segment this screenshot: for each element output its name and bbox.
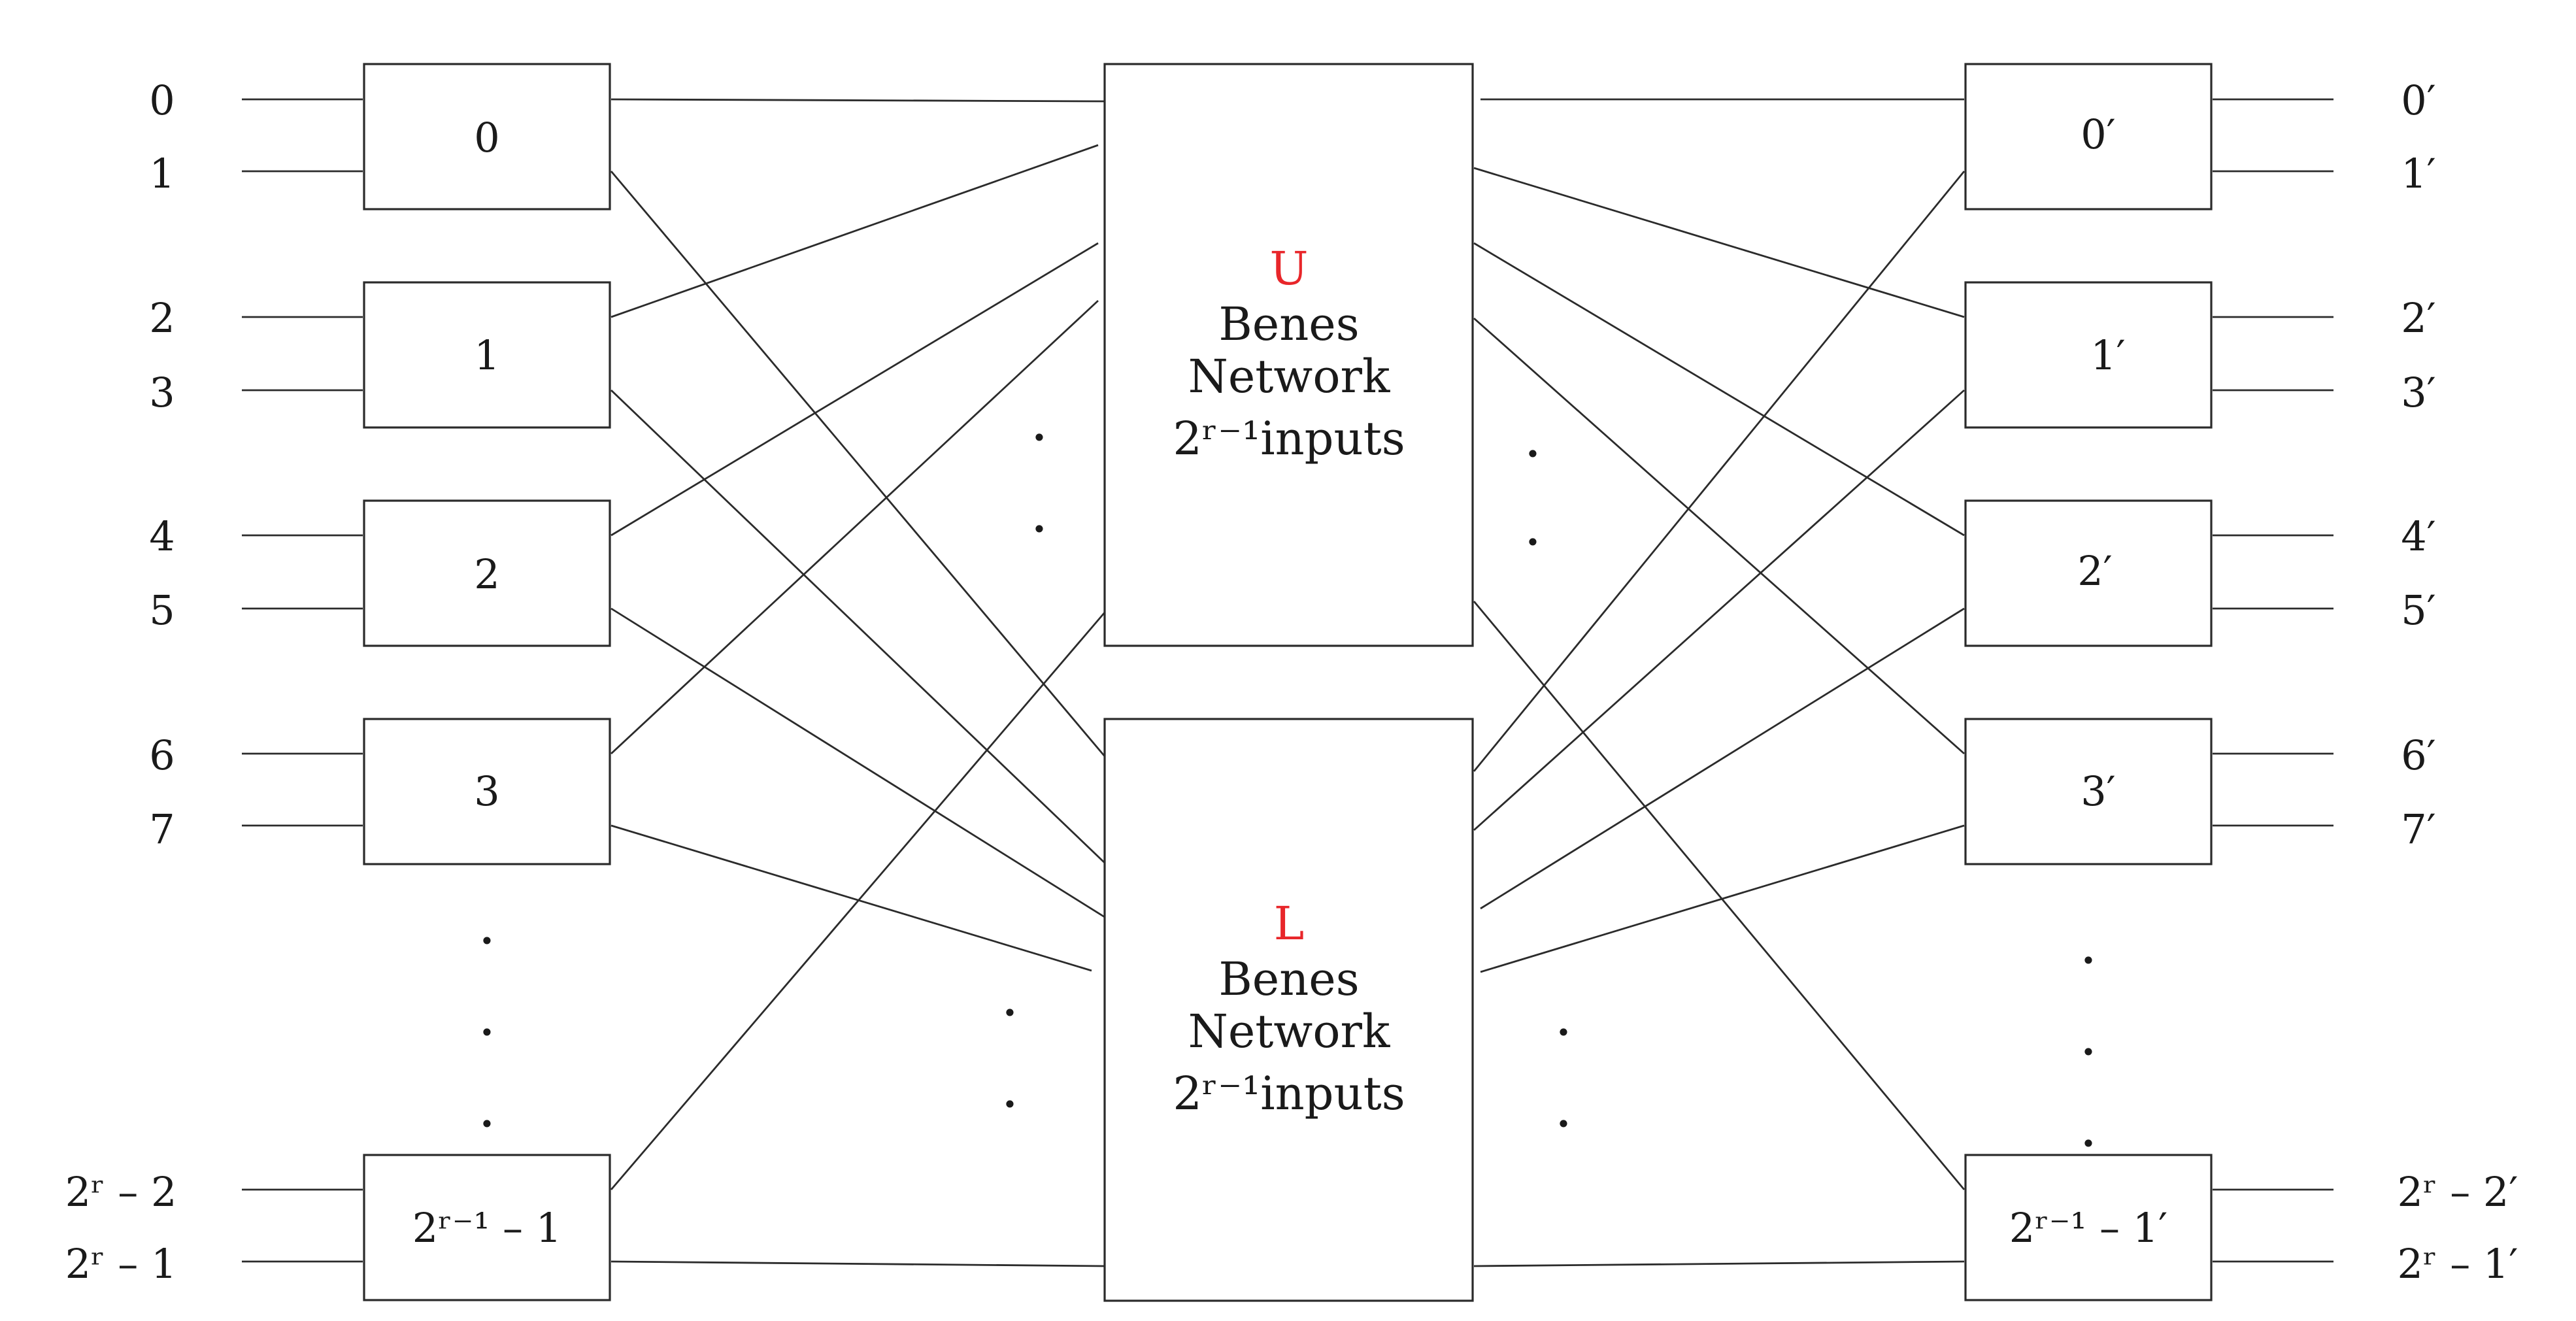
ellipsis-dot: · bbox=[1557, 1010, 1571, 1056]
upper-network-line-2: Network bbox=[1188, 350, 1390, 403]
ellipsis-dot: · bbox=[480, 1010, 494, 1056]
link-lower-r1 bbox=[1473, 389, 1965, 831]
output-label-3: 3′ bbox=[2401, 369, 2436, 416]
ellipsis-dot: · bbox=[480, 1101, 494, 1147]
lower-network-line-2: Network bbox=[1188, 1005, 1390, 1058]
left-switch-label: 2 bbox=[474, 550, 499, 598]
link-lower-r2 bbox=[1480, 607, 1965, 910]
right-switch-label: 0′ bbox=[2081, 110, 2116, 158]
link-s0-lower bbox=[610, 171, 1106, 757]
link-s3-upper bbox=[611, 299, 1099, 755]
input-label-3: 3 bbox=[149, 369, 175, 416]
upper-network-line-1: Benes bbox=[1218, 297, 1359, 351]
link-s1-lower bbox=[611, 389, 1105, 864]
upper-network-letter: U bbox=[1270, 242, 1309, 295]
input-label-4: 4 bbox=[149, 512, 175, 560]
upper-benes-network: U Benes Network 2ʳ⁻¹inputs bbox=[1103, 63, 1474, 647]
output-wires bbox=[2213, 98, 2333, 1263]
right-switch-label: 2ʳ⁻¹ – 1′ bbox=[2009, 1204, 2168, 1252]
right-switch-0: 0′ bbox=[1964, 63, 2213, 210]
input-label-6: 6 bbox=[149, 731, 175, 779]
ellipsis-dot: · bbox=[1003, 1082, 1017, 1128]
link-upper-r3 bbox=[1473, 317, 1965, 755]
upper-network-line-3: 2ʳ⁻¹inputs bbox=[1173, 412, 1405, 465]
ellipsis-dot: · bbox=[1003, 990, 1017, 1036]
left-switch-0: 0 bbox=[363, 63, 611, 210]
link-upper-r2 bbox=[1473, 242, 1965, 537]
right-switch-label: 1′ bbox=[2090, 331, 2126, 379]
output-label-2: 2′ bbox=[2401, 294, 2436, 342]
link-slast-lower bbox=[611, 1260, 1105, 1267]
link-lower-rlast bbox=[1473, 1260, 1965, 1267]
left-switch-label: 0 bbox=[474, 114, 499, 161]
output-labels: 0′ 1′ 2′ 3′ 4′ 5′ 6′ 7′ 2ʳ – 2′ 2ʳ – 1′ bbox=[2398, 76, 2518, 1288]
left-connections bbox=[610, 98, 1106, 1267]
output-label-5: 5′ bbox=[2401, 586, 2436, 634]
link-s0-upper bbox=[611, 98, 1105, 103]
input-label-0: 0 bbox=[149, 76, 175, 124]
output-label-1: 1′ bbox=[2401, 150, 2436, 197]
lower-network-letter: L bbox=[1274, 897, 1304, 950]
ellipsis-dot: · bbox=[1526, 431, 1540, 477]
input-labels: 0 1 2 3 4 5 6 7 2ʳ – 2 2ʳ – 1 bbox=[65, 76, 177, 1288]
input-label-5: 5 bbox=[149, 586, 175, 634]
output-label-4: 4′ bbox=[2401, 512, 2436, 560]
right-switch-2: 2′ bbox=[1964, 499, 2213, 647]
left-switch-label: 2ʳ⁻¹ – 1 bbox=[412, 1204, 561, 1252]
right-connections bbox=[1473, 98, 1965, 1267]
ellipsis-dots: · · · · · · · · · · · · · · bbox=[480, 415, 2096, 1167]
left-switch-label: 1 bbox=[474, 331, 499, 379]
output-label-7: 7′ bbox=[2401, 805, 2436, 853]
output-label-8: 2ʳ – 2′ bbox=[2398, 1168, 2518, 1216]
lower-network-line-1: Benes bbox=[1218, 952, 1359, 1006]
left-switch-label: 3 bbox=[474, 767, 499, 815]
ellipsis-dot: · bbox=[1557, 1101, 1571, 1147]
input-label-8: 2ʳ – 2 bbox=[65, 1168, 177, 1216]
output-label-6: 6′ bbox=[2401, 731, 2436, 779]
right-switch-1: 1′ bbox=[1964, 281, 2213, 429]
input-label-2: 2 bbox=[149, 294, 175, 342]
input-wires bbox=[242, 98, 363, 1263]
left-switch-3: 3 bbox=[363, 718, 611, 865]
ellipsis-dot: · bbox=[2082, 938, 2096, 984]
lower-benes-network: L Benes Network 2ʳ⁻¹inputs bbox=[1103, 718, 1474, 1302]
link-s3-lower bbox=[611, 824, 1092, 972]
ellipsis-dot: · bbox=[2082, 1121, 2096, 1167]
link-s2-lower bbox=[611, 607, 1105, 918]
link-s1-upper bbox=[611, 144, 1099, 318]
left-switch-1: 1 bbox=[363, 281, 611, 429]
right-switch-3: 3′ bbox=[1964, 718, 2213, 865]
ellipsis-dot: · bbox=[1526, 520, 1540, 565]
lower-network-line-3: 2ʳ⁻¹inputs bbox=[1173, 1067, 1405, 1120]
link-lower-r3 bbox=[1480, 824, 1965, 973]
link-upper-r1 bbox=[1473, 167, 1965, 318]
input-label-1: 1 bbox=[149, 150, 175, 197]
input-label-9: 2ʳ – 1 bbox=[65, 1240, 177, 1288]
ellipsis-dot: · bbox=[1033, 507, 1046, 552]
left-switch-last: 2ʳ⁻¹ – 1 bbox=[363, 1154, 611, 1301]
left-switch-2: 2 bbox=[363, 499, 611, 647]
link-slast-upper bbox=[610, 612, 1106, 1190]
link-lower-r0 bbox=[1473, 171, 1965, 772]
ellipsis-dot: · bbox=[1033, 415, 1046, 461]
ellipsis-dot: · bbox=[2082, 1029, 2096, 1075]
input-label-7: 7 bbox=[149, 805, 175, 853]
output-label-9: 2ʳ – 1′ bbox=[2398, 1240, 2518, 1288]
right-switch-last: 2ʳ⁻¹ – 1′ bbox=[1964, 1154, 2213, 1301]
output-label-0: 0′ bbox=[2401, 76, 2436, 124]
right-switch-label: 2′ bbox=[2077, 547, 2113, 595]
link-s2-upper bbox=[611, 242, 1099, 537]
link-upper-rlast bbox=[1473, 601, 1965, 1190]
right-switch-label: 3′ bbox=[2081, 767, 2116, 815]
ellipsis-dot: · bbox=[480, 918, 494, 964]
